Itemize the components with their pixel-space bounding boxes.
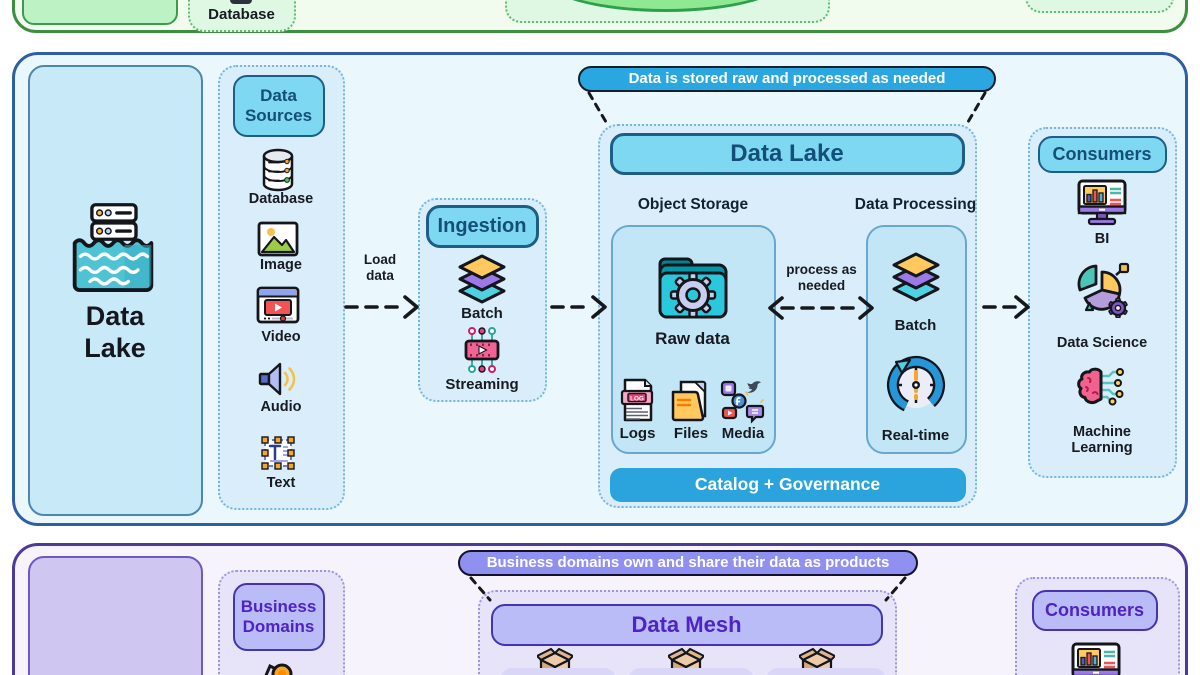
mesh-consumers-panel: Consumers [1015, 577, 1180, 675]
database-cylinder-fragment-icon [230, 0, 252, 4]
bi-icon [1076, 178, 1128, 228]
data-processing-box: Batch Real-time [865, 224, 967, 454]
domain-product-box [627, 667, 754, 675]
media-icon [719, 378, 767, 424]
bi-icon [1070, 641, 1122, 675]
bi-label: BI [1094, 230, 1110, 247]
raw-data-label: Raw data [655, 329, 730, 348]
warehouse-database-label: Database [208, 6, 275, 23]
ingestion-panel: Ingestion Batch Streaming [418, 198, 547, 402]
warehouse-right-panel [1025, 0, 1174, 13]
processing-batch-icon [889, 250, 943, 302]
logs-icon [617, 376, 657, 424]
mesh-banner: Business domains own and share their dat… [458, 550, 918, 576]
process-as-needed-label: process as needed [786, 261, 857, 294]
ingestion-batch-label: Batch [461, 304, 503, 322]
source-database-label: Database [248, 191, 314, 207]
raw-data-folder-icon [650, 245, 736, 325]
video-icon [256, 286, 300, 326]
warehouse-ellipse [542, 0, 789, 12]
object-storage-label: Object Storage [637, 195, 749, 213]
source-text-label: Text [266, 475, 296, 491]
data-mesh-band: Business Domains Business domains own an… [12, 543, 1188, 675]
files-icon [669, 378, 713, 424]
warehouse-left-box [22, 0, 178, 25]
audio-icon [257, 360, 299, 398]
source-video-label: Video [261, 329, 301, 345]
data-processing-label: Data Processing [854, 195, 977, 213]
data-lake-icon [67, 197, 159, 293]
processing-batch-label: Batch [894, 317, 937, 334]
data-science-icon [1076, 262, 1130, 318]
lake-consumers-title: Consumers [1037, 135, 1167, 173]
ingestion-title: Ingestion [425, 204, 539, 248]
logs-label: Logs [619, 425, 656, 442]
real-time-label: Real-time [881, 427, 950, 444]
warehouse-band: Database [12, 0, 1188, 33]
database-icon [258, 147, 298, 193]
machine-learning-icon [1074, 366, 1130, 416]
files-label: Files [673, 425, 709, 442]
mesh-left-box [28, 556, 203, 675]
data-sources-title: Data Sources [232, 74, 325, 137]
warehouse-database-panel: Database [188, 0, 296, 32]
catalog-governance-bar: Catalog + Governance [609, 467, 966, 502]
mesh-consumers-title: Consumers [1031, 589, 1158, 631]
domain-owner-icon [256, 660, 296, 675]
image-icon [257, 221, 299, 257]
warehouse-middle-panel [505, 0, 830, 23]
source-audio-label: Audio [260, 399, 302, 415]
data-lake-band: Data Lake Data Sources Database Image Vi… [12, 52, 1188, 526]
domain-product-box [765, 667, 886, 675]
lake-banner: Data is stored raw and processed as need… [578, 66, 996, 92]
ingestion-streaming-label: Streaming [445, 375, 519, 393]
lake-left-box: Data Lake [28, 65, 203, 516]
lake-panel-title: Data Lake [609, 132, 965, 175]
data-sources-panel: Data Sources Database Image Video Audio … [218, 65, 345, 510]
data-mesh-panel: Data Mesh [478, 590, 897, 675]
source-image-label: Image [260, 257, 302, 273]
lake-left-title: Data Lake [84, 301, 146, 363]
business-domains-panel: Business Domains [218, 570, 345, 675]
text-icon [258, 433, 298, 473]
load-data-label: Load data [363, 252, 397, 284]
object-storage-box: Raw data Logs Files Media [610, 224, 776, 454]
data-mesh-title: Data Mesh [490, 603, 883, 646]
data-science-label: Data Science [1056, 334, 1148, 351]
lake-panel: Data Lake Object Storage Data Processing… [598, 124, 977, 508]
real-time-icon [885, 354, 947, 416]
lake-consumers-panel: Consumers BI Data Science Machine Learni… [1028, 127, 1177, 478]
business-domains-title: Business Domains [232, 582, 325, 651]
streaming-icon [461, 326, 503, 374]
domain-product-box [499, 667, 616, 675]
batch-icon [455, 252, 509, 304]
machine-learning-label: Machine Learning [1071, 423, 1133, 457]
media-label: Media [721, 425, 765, 442]
